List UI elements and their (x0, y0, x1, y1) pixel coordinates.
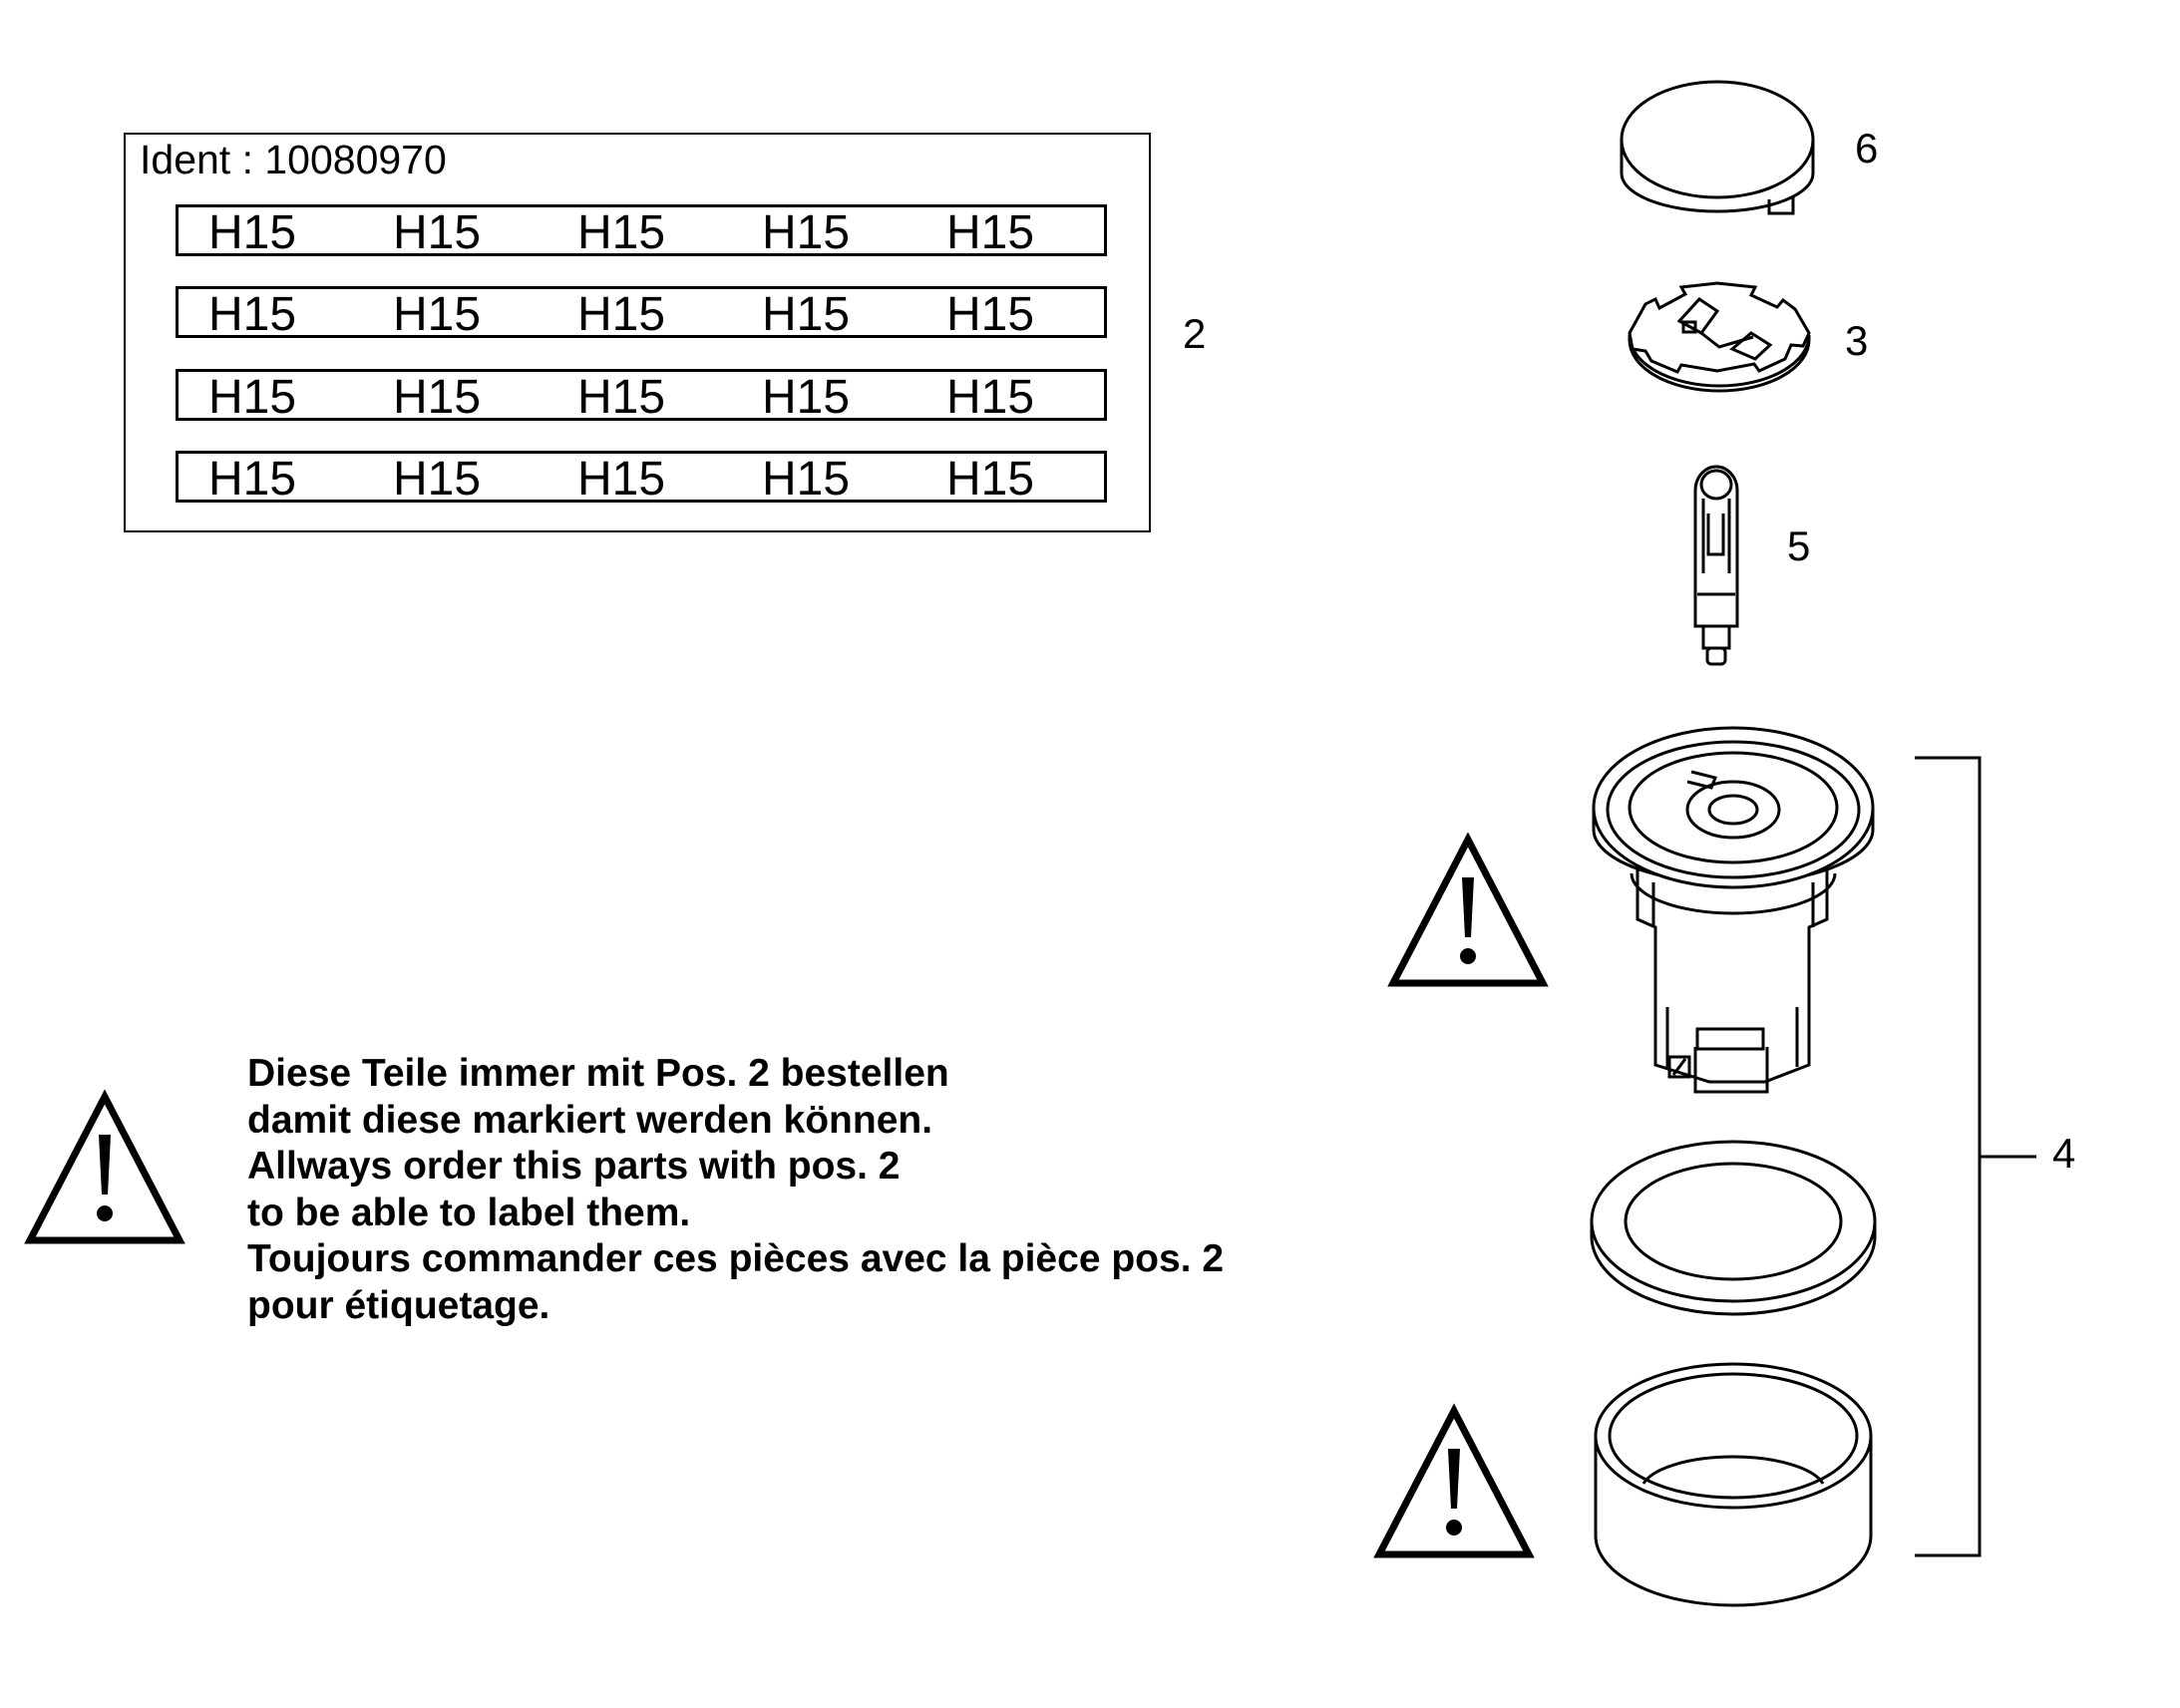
notice-line: Toujours commander ces pièces avec la pi… (247, 1237, 1225, 1280)
label-cell: H15 (577, 288, 666, 341)
part-6-cap (1620, 80, 1815, 215)
label-cell: H15 (208, 288, 297, 341)
callout-pos-3: 3 (1845, 317, 1869, 364)
label-cell: H15 (393, 371, 482, 424)
warning-triangle-icon (1393, 840, 1543, 983)
label-cell: H15 (577, 371, 666, 424)
label-cell: H15 (762, 371, 851, 424)
label-cell: H15 (762, 288, 851, 341)
notice-line: pour étiquetage. (247, 1283, 550, 1327)
ident-number: Ident : 10080970 (140, 137, 447, 182)
label-cell: H15 (762, 206, 851, 259)
label-cell: H15 (946, 453, 1035, 506)
label-cell: H15 (946, 206, 1035, 259)
ordering-notice: Diese Teile immer mit Pos. 2 bestellen d… (247, 1051, 1224, 1329)
part-4-ring (1590, 1140, 1877, 1316)
label-cell: H15 (208, 453, 297, 506)
part-4-sleeve (1594, 1362, 1873, 1607)
label-cell: H15 (393, 453, 482, 506)
label-cell: H15 (577, 206, 666, 259)
label-cell: H15 (208, 371, 297, 424)
callout-pos-2: 2 (1183, 310, 1207, 357)
notice-line: Allways order this parts with pos. 2 (247, 1145, 901, 1188)
notice-line: Diese Teile immer mit Pos. 2 bestellen (247, 1052, 949, 1095)
callout-pos-6: 6 (1855, 125, 1879, 171)
label-cell: H15 (393, 288, 482, 341)
notice-line: to be able to label them. (247, 1191, 691, 1234)
callout-pos-4: 4 (2052, 1130, 2076, 1177)
part-5-bulb (1693, 465, 1739, 666)
label-row: H15 H15 H15 H15 H15 (176, 369, 1107, 424)
label-sheet: Ident : 10080970 H15 H15 H15 H15 H15 H15… (124, 133, 1151, 532)
part-4-socket (1592, 726, 1875, 1094)
label-cell: H15 (393, 206, 482, 259)
label-row: H15 H15 H15 H15 H15 (176, 451, 1107, 506)
warning-triangle-icon (30, 1097, 180, 1240)
label-row: H15 H15 H15 H15 H15 (176, 286, 1107, 341)
notice-line: damit diese markiert werden können. (247, 1098, 933, 1142)
label-cell: H15 (208, 206, 297, 259)
label-row: H15 H15 H15 H15 H15 (176, 204, 1107, 259)
part-4-bracket (1915, 756, 2036, 1557)
part-3-plate (1628, 281, 1811, 393)
label-cell: H15 (762, 453, 851, 506)
label-cell: H15 (946, 288, 1035, 341)
label-cell: H15 (946, 371, 1035, 424)
callout-pos-5: 5 (1787, 522, 1811, 569)
label-cell: H15 (577, 453, 666, 506)
warning-triangle-icon (1379, 1411, 1529, 1554)
